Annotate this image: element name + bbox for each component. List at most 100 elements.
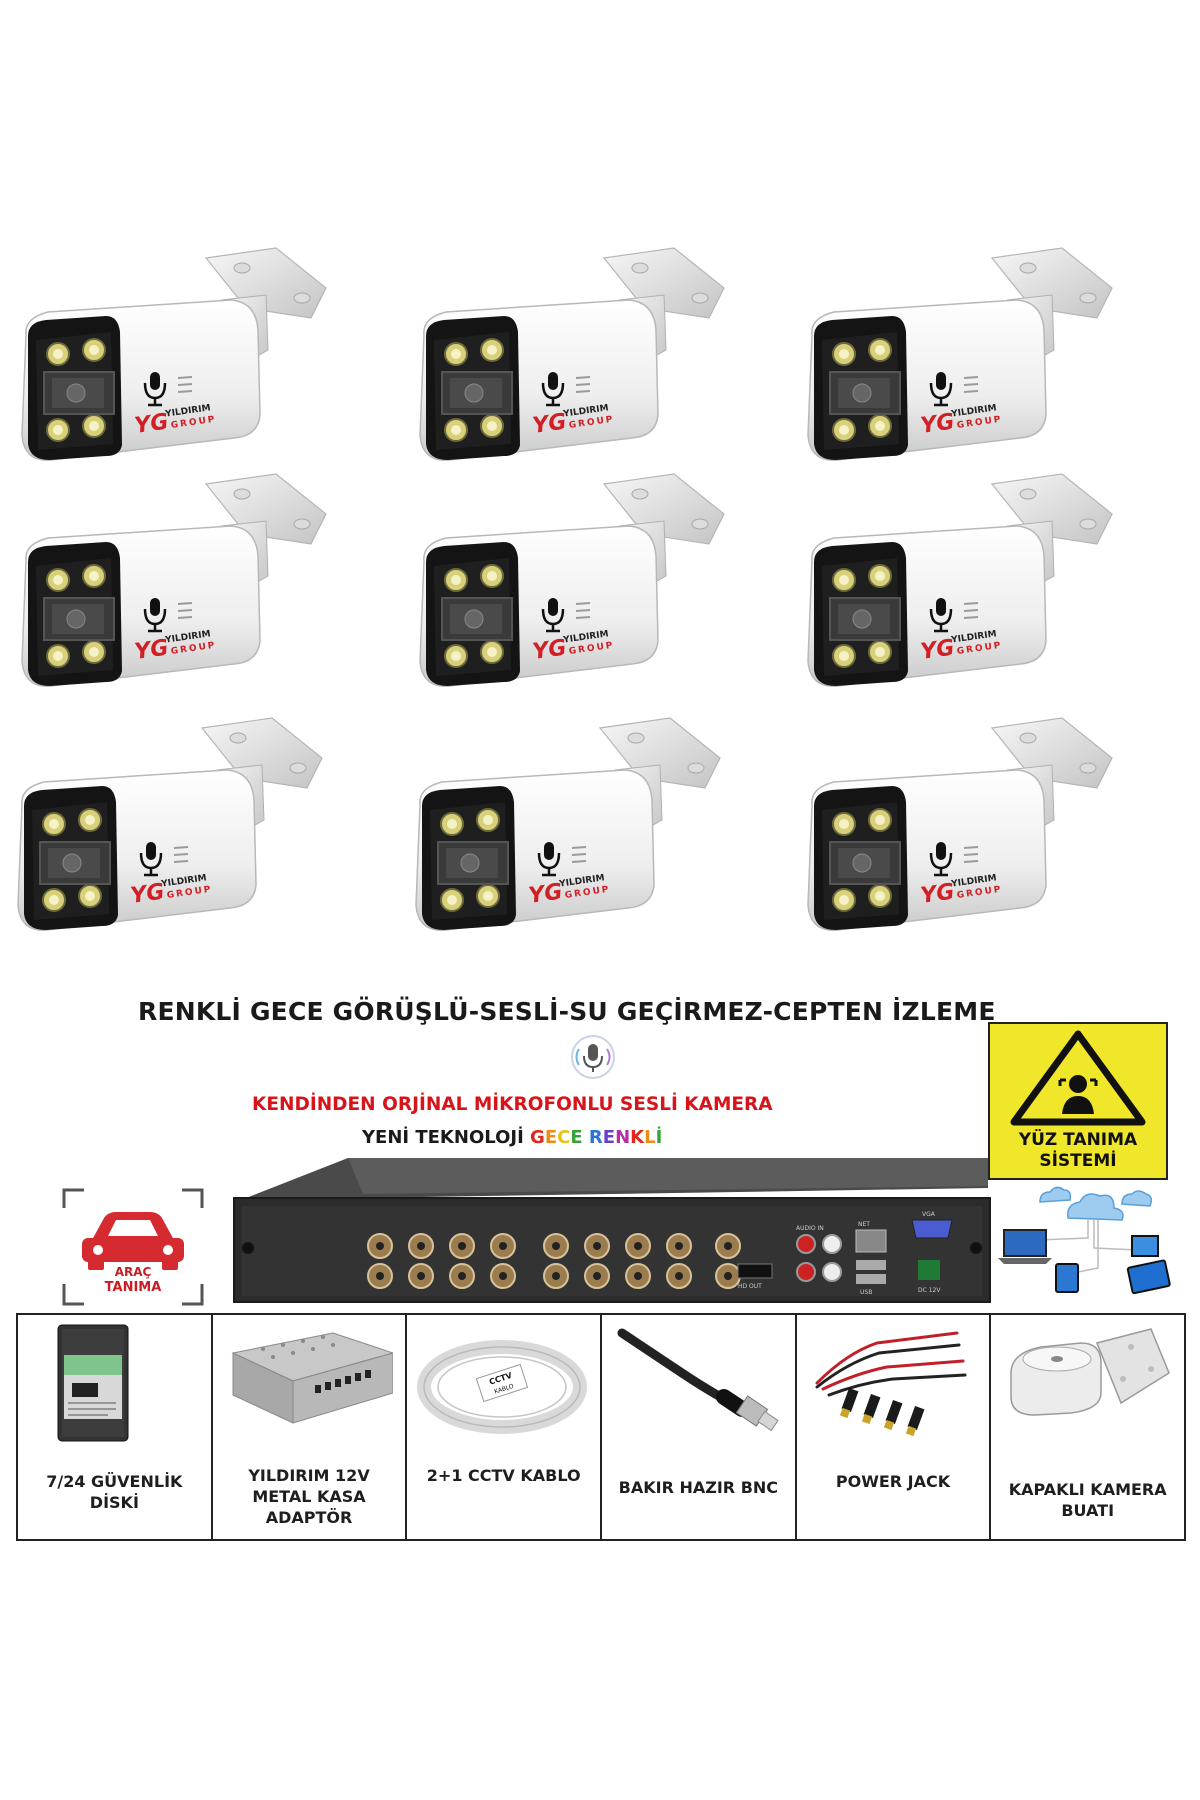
colored-letter: İ [655, 1127, 663, 1148]
headline-features: RENKLİ GECE GÖRÜŞLÜ-SESLİ-SU GEÇİRMEZ-CE… [138, 997, 996, 1026]
accessory-label: KAPAKLI KAMERA BUATI [1008, 1480, 1167, 1520]
microphone-icon [143, 372, 167, 407]
accessories-grid: 7/24 GÜVENLİK DİSKİ YILDIRIM 12V METAL K… [16, 1313, 1186, 1541]
dc-power-port [918, 1260, 940, 1280]
led-light-icon [46, 338, 106, 442]
technology-prefix: YENİ TEKNOLOJİ [362, 1127, 531, 1148]
accessory-hard-disk: 7/24 GÜVENLİK DİSKİ [18, 1315, 213, 1539]
car-label-line2: TANIMA [104, 1280, 162, 1295]
led-light-icon [440, 808, 500, 912]
ethernet-port [855, 1229, 887, 1253]
audio-ports [796, 1234, 842, 1282]
camera-product-image: YG YILDIRIM GROUP [6, 240, 366, 470]
svg-text:YG: YG [133, 635, 170, 664]
microphone-icon [929, 372, 953, 407]
accessory-bnc: BAKIR HAZIR BNC [602, 1315, 797, 1539]
face-warning-icon [1010, 1030, 1146, 1126]
camera-product-image: YG YILDIRIM GROUP [2, 710, 362, 940]
microphone-icon [537, 842, 561, 877]
microphone-icon [929, 598, 953, 633]
microphone-icon [571, 1035, 615, 1079]
colored-letter: G [530, 1127, 545, 1148]
brand-logo: YG YILDIRIM GROUP [919, 873, 1003, 909]
camera-product-image: YG YILDIRIM GROUP [404, 240, 764, 470]
port-label-net: NET [858, 1221, 870, 1228]
port-label-hdout: HD OUT [738, 1283, 762, 1290]
colored-letter: K [630, 1127, 645, 1148]
microphone-icon [929, 842, 953, 877]
gece-renkli-colored-text: GECE RENKLİ [530, 1127, 662, 1148]
colored-letter: E [570, 1127, 583, 1148]
microphone-icon [139, 842, 163, 877]
camera-product-image: YG YILDIRIM GROUP [400, 710, 760, 940]
face-recognition-badge: YÜZ TANIMA SİSTEMİ [988, 1022, 1168, 1180]
led-light-icon [46, 564, 106, 668]
camera-product-image: YG YILDIRIM GROUP [792, 710, 1152, 940]
svg-text:YG: YG [129, 879, 166, 908]
camera-lens-icon [43, 371, 115, 415]
camera-product-image: YG YILDIRIM GROUP [792, 466, 1152, 696]
usb-port [856, 1260, 886, 1270]
svg-text:YG: YG [133, 409, 170, 438]
port-label-vga: VGA [922, 1211, 936, 1218]
camera-lens-icon [441, 371, 513, 415]
colored-letter: E [602, 1127, 616, 1148]
microphone-icon [143, 598, 167, 633]
car-recognition-label: ARAÇ TANIMA [58, 1264, 208, 1296]
accessory-label: 7/24 GÜVENLİK DİSKİ [46, 1472, 183, 1512]
vga-port [911, 1219, 953, 1239]
colored-letter: L [644, 1127, 656, 1148]
camera-lens-icon [437, 841, 509, 885]
bnc-connector-icon [617, 1328, 779, 1432]
led-light-icon [444, 338, 504, 442]
hdmi-port [737, 1263, 773, 1279]
face-recognition-label: YÜZ TANIMA SİSTEMİ [1018, 1130, 1138, 1171]
svg-text:YG: YG [531, 635, 568, 664]
tablet-icon [1126, 1259, 1171, 1295]
microphone-icon [541, 598, 565, 633]
camera-lens-icon [829, 597, 901, 641]
camera-lens-icon [441, 597, 513, 641]
tablet-icon [1055, 1263, 1079, 1293]
colored-letter: C [557, 1127, 571, 1148]
camera-lens-icon [39, 841, 111, 885]
junction-box-icon [1010, 1328, 1171, 1416]
camera-product-image: YG YILDIRIM GROUP [6, 466, 366, 696]
monitor-icon [1131, 1235, 1159, 1257]
bnc-input-ports [367, 1233, 741, 1289]
car-icon [82, 1212, 184, 1270]
cable-coil-icon: CCTV KABLO [417, 1340, 588, 1434]
headline-technology: YENİ TEKNOLOJİ GECE RENKLİ [362, 1127, 862, 1148]
laptop-icon [998, 1229, 1052, 1264]
svg-text:YG: YG [919, 635, 956, 664]
led-light-icon [832, 808, 892, 912]
port-label-usb: USB [860, 1289, 872, 1296]
accessory-label: BAKIR HAZIR BNC [618, 1478, 779, 1497]
accessory-label: 2+1 CCTV KABLO [426, 1466, 581, 1485]
accessory-label: YILDIRIM 12V METAL KASA ADAPTÖR [248, 1466, 370, 1527]
microphone-icon [541, 372, 565, 407]
colored-letter: R [588, 1127, 603, 1148]
led-light-icon [832, 564, 892, 668]
accessory-power-supply: YILDIRIM 12V METAL KASA ADAPTÖR [213, 1315, 408, 1539]
svg-text:YG: YG [531, 409, 568, 438]
svg-text:YG: YG [919, 409, 956, 438]
port-label-audio: AUDIO IN [796, 1225, 824, 1232]
svg-text:YG: YG [919, 879, 956, 908]
camera-lens-icon [829, 841, 901, 885]
led-light-icon [444, 564, 504, 668]
led-light-icon [42, 808, 102, 912]
brand-logo: YG YILDIRIM GROUP [531, 403, 615, 439]
cloud-devices-icon [998, 1186, 1171, 1295]
hard-disk-icon [57, 1324, 129, 1442]
car-recognition-badge: ARAÇ TANIMA [58, 1184, 208, 1310]
camera-lens-icon [829, 371, 901, 415]
accessory-power-jack: POWER JACK [797, 1315, 992, 1539]
power-supply-icon [231, 1332, 393, 1424]
camera-lens-icon [43, 597, 115, 641]
colored-letter: E [544, 1127, 558, 1148]
colored-letter: N [615, 1127, 631, 1148]
camera-product-image: YG YILDIRIM GROUP [404, 466, 764, 696]
accessory-label: POWER JACK [835, 1472, 951, 1491]
dvr-recorder-image: NET VGA HD OUT DC 12V USB AUDIO IN [233, 1158, 991, 1303]
